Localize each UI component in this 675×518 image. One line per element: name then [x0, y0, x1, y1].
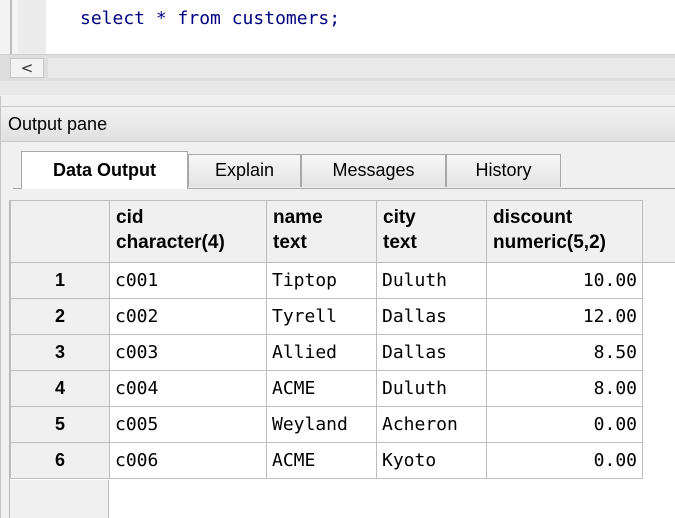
column-header-city[interactable]: city text: [376, 200, 487, 263]
column-name: cid: [116, 207, 144, 228]
output-pane-title: Output pane: [8, 114, 108, 134]
tab-data-output[interactable]: Data Output: [21, 151, 188, 189]
cell-cid[interactable]: c004: [109, 370, 267, 407]
editor-horizontal-scrollbar[interactable]: <: [0, 54, 675, 81]
cell-name[interactable]: Weyland: [266, 406, 377, 443]
output-tab-strip: Data Output Explain Messages History: [1, 142, 675, 196]
cell-city[interactable]: Duluth: [376, 262, 487, 299]
cell-name[interactable]: Allied: [266, 334, 377, 371]
table-row[interactable]: 4 c004 ACME Duluth 8.00: [10, 370, 643, 407]
cell-discount[interactable]: 12.00: [486, 298, 643, 335]
editor-text-area[interactable]: select * from customers;: [46, 0, 675, 54]
cell-discount[interactable]: 10.00: [486, 262, 643, 299]
scroll-left-arrow-icon[interactable]: <: [10, 58, 44, 78]
column-name: city: [383, 207, 416, 228]
editor-gutter: [10, 0, 12, 54]
editor-margin: [18, 0, 46, 54]
column-name: discount: [493, 207, 573, 228]
cell-discount[interactable]: 8.00: [486, 370, 643, 407]
row-number[interactable]: 6: [10, 442, 110, 479]
cell-cid[interactable]: c001: [109, 262, 267, 299]
tab-strip-baseline: [13, 188, 675, 189]
cell-city[interactable]: Dallas: [376, 334, 487, 371]
cell-name[interactable]: Tyrell: [266, 298, 377, 335]
table-header-row: cid character(4) name text city text discou…: [10, 200, 643, 263]
output-pane: Output pane Data Output Explain Messages…: [0, 96, 675, 518]
column-type: character(4): [116, 232, 225, 253]
table-row[interactable]: 5 c005 Weyland Acheron 0.00: [10, 406, 643, 443]
cell-name[interactable]: Tiptop: [266, 262, 377, 299]
cell-cid[interactable]: c006: [109, 442, 267, 479]
row-number[interactable]: 3: [10, 334, 110, 371]
table-row[interactable]: 6 c006 ACME Kyoto 0.00: [10, 442, 643, 479]
table-row[interactable]: 3 c003 Allied Dallas 8.50: [10, 334, 643, 371]
cell-cid[interactable]: c005: [109, 406, 267, 443]
column-header-cid[interactable]: cid character(4): [109, 200, 267, 263]
row-number[interactable]: 1: [10, 262, 110, 299]
cell-discount[interactable]: 0.00: [486, 442, 643, 479]
cell-discount[interactable]: 8.50: [486, 334, 643, 371]
column-header-name[interactable]: name text: [266, 200, 377, 263]
cell-cid[interactable]: c002: [109, 298, 267, 335]
row-header-filler: [10, 480, 109, 518]
row-number[interactable]: 5: [10, 406, 110, 443]
column-type: text: [273, 232, 307, 253]
output-pane-header: Output pane: [1, 106, 675, 142]
column-header-discount[interactable]: discount numeric(5,2): [486, 200, 643, 263]
table-row[interactable]: 1 c001 Tiptop Duluth 10.00: [10, 262, 643, 299]
grid-corner-cell[interactable]: [10, 200, 110, 263]
cell-city[interactable]: Dallas: [376, 298, 487, 335]
sql-query-text[interactable]: select * from customers;: [80, 8, 341, 29]
data-output-grid[interactable]: cid character(4) name text city text discou…: [9, 200, 675, 518]
row-number[interactable]: 4: [10, 370, 110, 407]
row-number[interactable]: 2: [10, 298, 110, 335]
tab-explain[interactable]: Explain: [188, 154, 301, 187]
tab-messages[interactable]: Messages: [301, 154, 446, 187]
pane-splitter[interactable]: [0, 81, 675, 95]
cell-discount[interactable]: 0.00: [486, 406, 643, 443]
cell-city[interactable]: Duluth: [376, 370, 487, 407]
result-table: cid character(4) name text city text discou…: [10, 200, 643, 479]
column-name: name: [273, 207, 323, 228]
column-type: numeric(5,2): [493, 232, 606, 253]
scrollbar-thumb[interactable]: [48, 58, 675, 78]
column-type: text: [383, 232, 417, 253]
cell-city[interactable]: Acheron: [376, 406, 487, 443]
tab-history[interactable]: History: [446, 154, 561, 187]
cell-name[interactable]: ACME: [266, 442, 377, 479]
cell-cid[interactable]: c003: [109, 334, 267, 371]
cell-city[interactable]: Kyoto: [376, 442, 487, 479]
sql-editor[interactable]: select * from customers;: [0, 0, 675, 54]
table-row[interactable]: 2 c002 Tyrell Dallas 12.00: [10, 298, 643, 335]
grid-header-filler: [643, 200, 675, 263]
cell-name[interactable]: ACME: [266, 370, 377, 407]
